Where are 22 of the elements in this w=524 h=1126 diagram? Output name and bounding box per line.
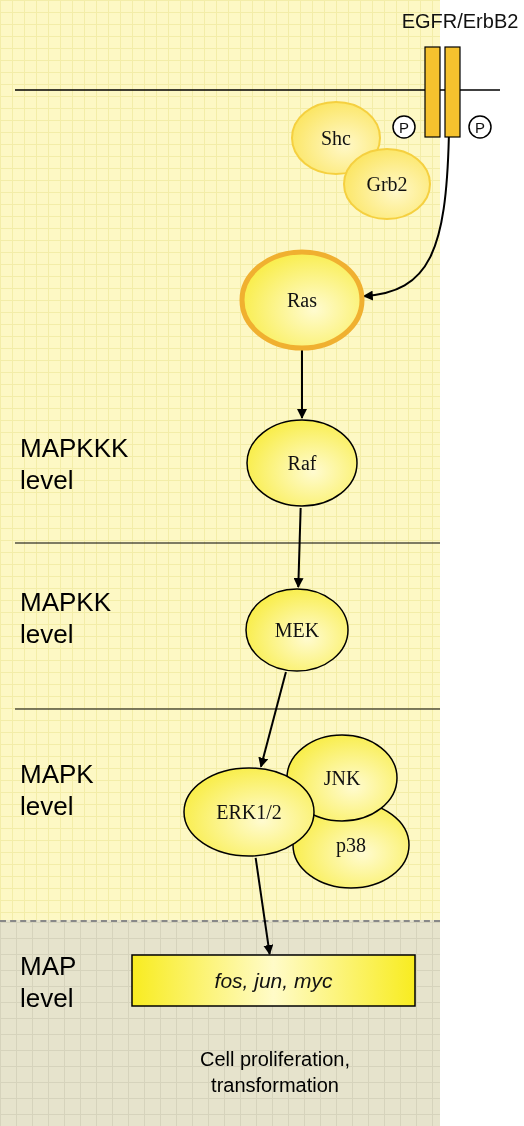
protein-label: ERK1/2	[216, 800, 282, 824]
receptor-label: EGFR/ErbB2	[401, 10, 519, 33]
phosphate-label: P	[399, 118, 409, 136]
arrow	[254, 856, 274, 955]
level-label: MAP level	[20, 950, 77, 1014]
gene-label: fos, jun, myc	[214, 968, 333, 993]
arrow	[362, 136, 450, 301]
level-label: MAPKK level	[20, 586, 113, 650]
level-label: MAPKKK level	[20, 432, 130, 496]
protein-label: Raf	[287, 451, 317, 475]
arrow	[297, 349, 307, 419]
protein-label: JNK	[323, 766, 361, 790]
arrow	[258, 671, 287, 768]
arrow	[293, 507, 304, 588]
protein-label: Grb2	[366, 172, 408, 196]
protein-label: Shc	[321, 126, 351, 150]
level-label: MAPK level	[20, 758, 95, 822]
phosphate-label: P	[475, 118, 485, 136]
protein-label: MEK	[274, 618, 320, 642]
protein-label: p38	[336, 833, 366, 857]
outcome-label: Cell proliferation, transformation	[198, 1047, 352, 1098]
protein-label: Ras	[287, 288, 317, 312]
